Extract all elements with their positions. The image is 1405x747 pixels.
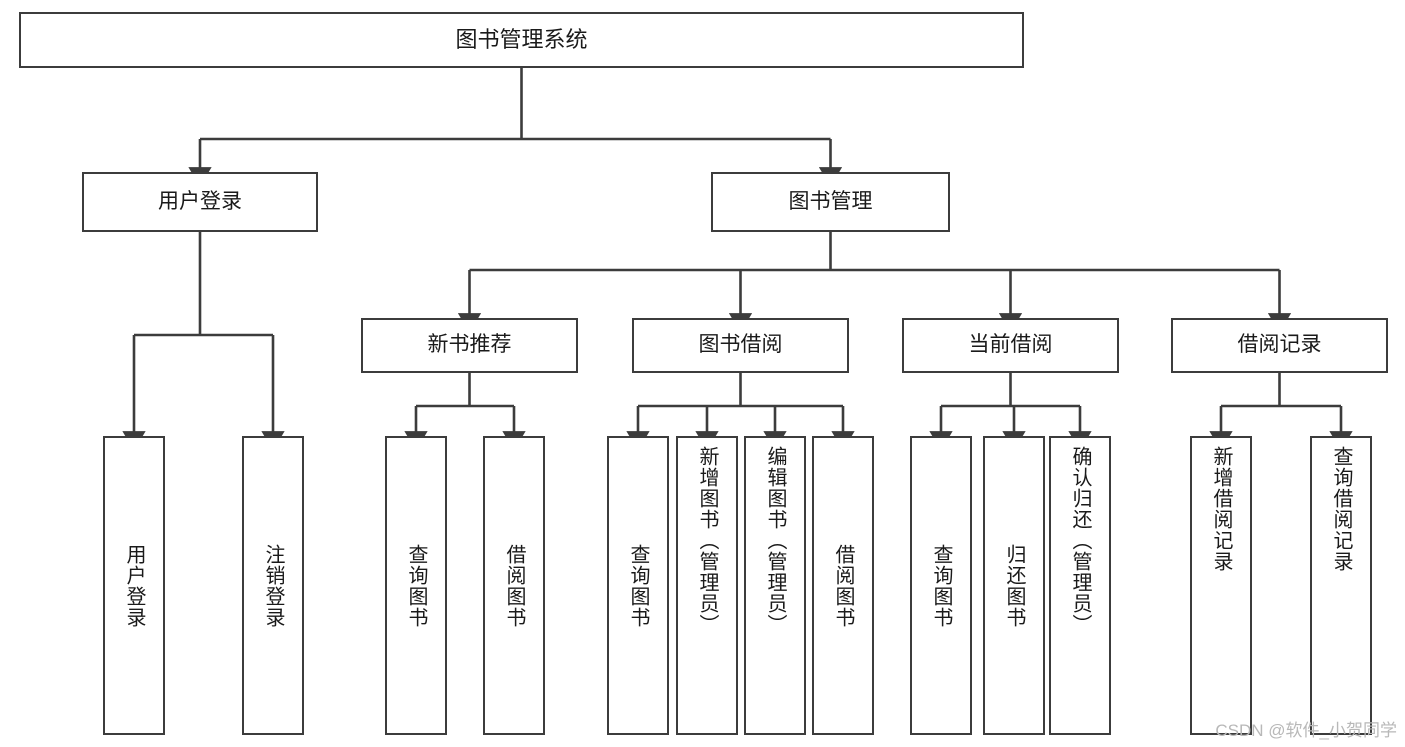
node-label: 确认归还（管理员） — [1069, 446, 1091, 635]
node-newbook: 新书推荐 — [361, 318, 578, 373]
node-leaf-6: 新增图书（管理员） — [676, 436, 738, 735]
node-label: 归还图书 — [1003, 543, 1025, 628]
node-label: 当前借阅 — [968, 333, 1053, 357]
node-current: 当前借阅 — [902, 318, 1119, 373]
node-label: 查询图书 — [930, 543, 952, 628]
node-leaf-8: 借阅图书 — [812, 436, 874, 735]
node-label: 借阅图书 — [832, 543, 854, 628]
node-label: 借阅记录 — [1237, 333, 1322, 357]
node-leaf-13: 查询借阅记录 — [1310, 436, 1372, 735]
node-root: 图书管理系统 — [19, 12, 1024, 68]
node-label: 编辑图书（管理员） — [764, 446, 786, 635]
node-leaf-4: 借阅图书 — [483, 436, 545, 735]
node-label: 新增借阅记录 — [1210, 446, 1232, 572]
node-label: 新书推荐 — [427, 333, 512, 357]
node-leaf-7: 编辑图书（管理员） — [744, 436, 806, 735]
node-label: 用户登录 — [158, 189, 242, 213]
node-leaf-5: 查询图书 — [607, 436, 669, 735]
node-label: 查询借阅记录 — [1330, 446, 1352, 572]
node-leaf-2: 注销登录 — [242, 436, 304, 735]
node-label: 查询图书 — [405, 543, 427, 628]
node-label: 查询图书 — [627, 543, 649, 628]
node-borrow: 图书借阅 — [632, 318, 849, 373]
node-label: 图书管理 — [788, 189, 873, 213]
node-label: 新增图书（管理员） — [696, 446, 718, 635]
node-leaf-3: 查询图书 — [385, 436, 447, 735]
node-label: 图书借阅 — [698, 333, 783, 357]
node-leaf-10: 归还图书 — [983, 436, 1045, 735]
node-leaf-9: 查询图书 — [910, 436, 972, 735]
node-label: 图书管理系统 — [455, 27, 588, 53]
node-label: 借阅图书 — [503, 543, 525, 628]
node-label: 用户登录 — [123, 543, 145, 628]
connector-lines — [122, 68, 1353, 451]
node-login: 用户登录 — [82, 172, 318, 232]
node-leaf-1: 用户登录 — [103, 436, 165, 735]
node-bookmgmt: 图书管理 — [711, 172, 950, 232]
node-label: 注销登录 — [262, 543, 284, 628]
node-leaf-12: 新增借阅记录 — [1190, 436, 1252, 735]
node-leaf-11: 确认归还（管理员） — [1049, 436, 1111, 735]
node-records: 借阅记录 — [1171, 318, 1388, 373]
